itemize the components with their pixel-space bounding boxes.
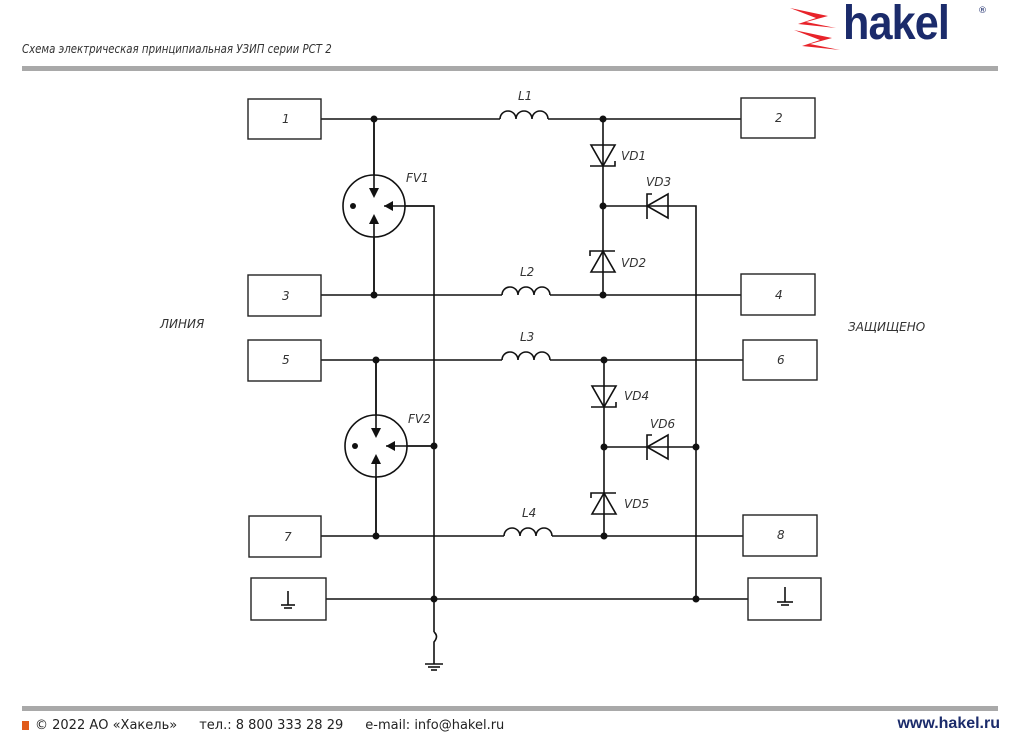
diode-vd5: [590, 491, 618, 515]
arrester-fv1: [342, 119, 434, 295]
svg-text:1: 1: [282, 112, 290, 126]
svg-text:2: 2: [775, 111, 783, 125]
bullet-square-icon: [22, 721, 29, 730]
label-fv1: FV1: [406, 171, 429, 185]
hakel-logo: hakel ®: [788, 0, 993, 54]
svg-text:5: 5: [282, 353, 290, 367]
label-protected-side: ЗАЩИЩЕНО: [848, 320, 925, 334]
ground-icon: [777, 587, 793, 606]
label-vd2: VD2: [621, 256, 646, 270]
footer-divider: [22, 706, 998, 711]
svg-text:6: 6: [777, 353, 785, 367]
diode-vd3: [645, 192, 669, 220]
label-fv2: FV2: [408, 412, 431, 426]
diode-vd2: [589, 249, 617, 273]
terminal-7: 7: [248, 515, 322, 558]
registered-mark: ®: [978, 6, 987, 16]
website-link[interactable]: www.hakel.ru: [897, 715, 1000, 732]
junctions: [370, 115, 700, 603]
page-title: Схема электрическая принципиальная УЗИП …: [22, 42, 332, 56]
terminal-5: 5: [247, 339, 322, 382]
inductor-l3: [501, 351, 551, 365]
footer: © 2022 АО «Хакель» тел.: 8 800 333 28 29…: [22, 718, 526, 733]
label-vd4: VD4: [624, 389, 649, 403]
terminal-8: 8: [742, 514, 818, 557]
svg-text:3: 3: [282, 289, 290, 303]
terminal-4: 4: [740, 273, 816, 316]
diode-vd6: [645, 433, 669, 461]
header-divider: [22, 66, 998, 71]
label-l3: L3: [520, 330, 534, 344]
label-vd5: VD5: [624, 497, 649, 511]
logo-text: hakel: [843, 0, 950, 50]
terminal-3: 3: [247, 274, 322, 317]
inductor-l4: [503, 527, 553, 541]
label-vd6: VD6: [650, 417, 675, 431]
label-l4: L4: [522, 506, 536, 520]
arrester-fv2: [344, 360, 434, 536]
earth-ground-icon: [425, 663, 443, 671]
diode-vd1: [589, 144, 617, 168]
terminal-ground-left: [250, 577, 327, 621]
svg-text:8: 8: [777, 528, 785, 542]
copyright: © 2022 АО «Хакель»: [35, 718, 178, 733]
terminal-6: 6: [742, 339, 818, 381]
terminal-ground-right: [747, 577, 822, 621]
label-line-side: ЛИНИЯ: [159, 317, 205, 331]
terminal-1: 1: [247, 98, 322, 140]
terminal-2: 2: [740, 97, 816, 139]
diode-vd4: [590, 385, 618, 409]
label-l1: L1: [518, 89, 532, 103]
inductor-l1: [499, 110, 549, 124]
inductors: [499, 110, 553, 541]
label-l2: L2: [520, 265, 534, 279]
svg-text:4: 4: [775, 288, 783, 302]
phone: тел.: 8 800 333 28 29: [199, 718, 344, 733]
ground-icon: [281, 591, 295, 609]
lightning-icon: [790, 8, 840, 50]
inductor-l2: [501, 286, 551, 300]
label-vd1: VD1: [621, 149, 646, 163]
email-link[interactable]: e-mail: info@hakel.ru: [365, 718, 505, 733]
label-vd3: VD3: [646, 175, 671, 189]
svg-text:7: 7: [284, 530, 292, 544]
